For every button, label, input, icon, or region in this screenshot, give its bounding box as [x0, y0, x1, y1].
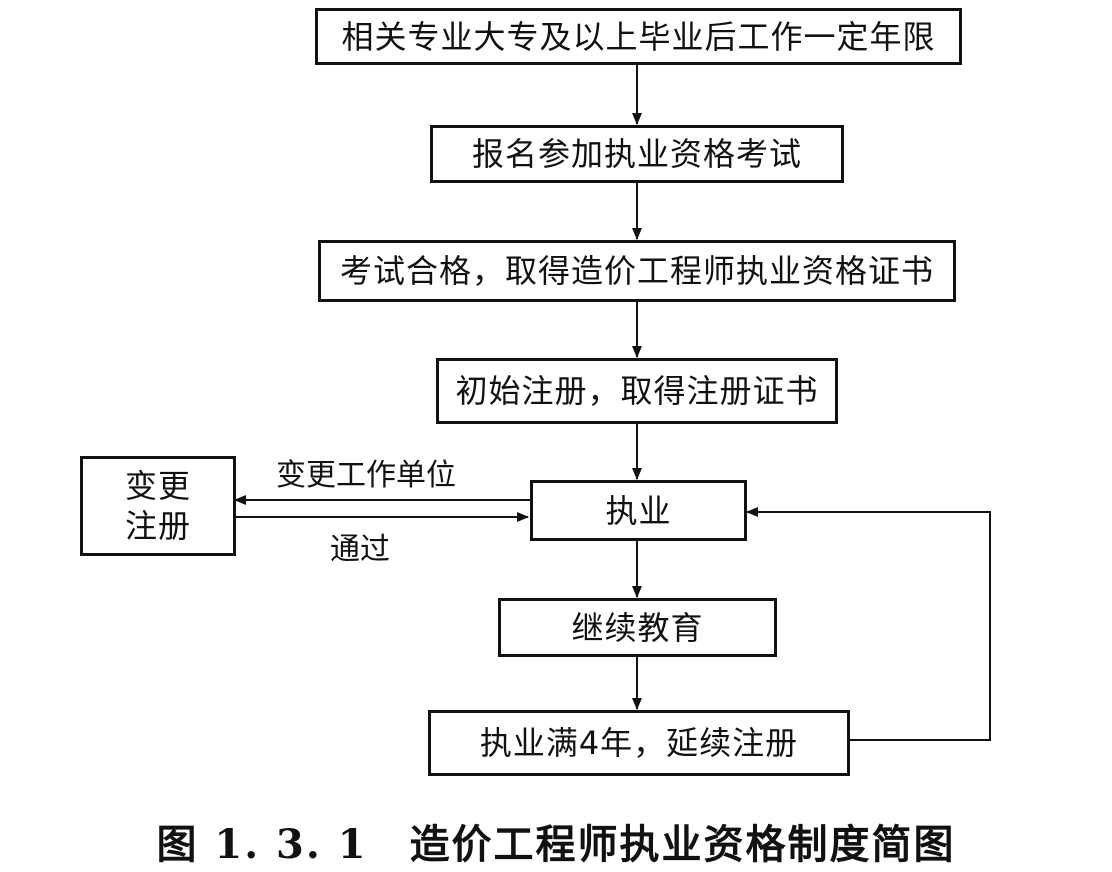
change-register-line1: 变更 — [124, 467, 191, 505]
figure-number: 图 1. 3. 1 — [156, 821, 368, 868]
step-pass-exam: 考试合格，取得造价工程师执业资格证书 — [318, 240, 956, 302]
step-initial-register: 初始注册，取得注册证书 — [436, 358, 838, 424]
step-change-register: 变更 注册 — [80, 456, 236, 556]
step-graduate: 相关专业大专及以上毕业后工作一定年限 — [315, 8, 962, 65]
step-continuing-education: 继续教育 — [498, 598, 777, 657]
label-change-job: 变更工作单位 — [276, 458, 456, 493]
arrow-renew-loop — [746, 507, 991, 741]
change-register-line2: 注册 — [124, 507, 191, 545]
step-practice: 执业 — [530, 480, 747, 541]
step-renew-register: 执业满4年，延续注册 — [428, 710, 850, 776]
label-approved: 通过 — [330, 532, 390, 567]
step-apply-exam: 报名参加执业资格考试 — [430, 125, 844, 183]
figure-caption: 图 1. 3. 1 造价工程师执业资格制度简图 — [0, 812, 1112, 870]
figure-title: 造价工程师执业资格制度简图 — [409, 821, 956, 868]
